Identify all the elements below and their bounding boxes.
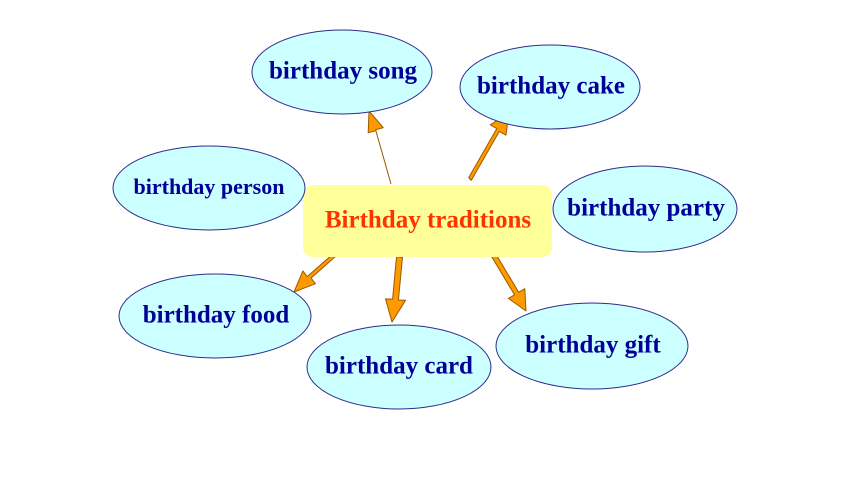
center-topic-background xyxy=(303,185,552,257)
center-topic-box: Birthday traditions xyxy=(303,185,552,257)
bubble-label: birthday party xyxy=(567,195,725,222)
bubble-label: birthday person xyxy=(134,174,285,199)
bubble-label: birthday gift xyxy=(525,332,661,359)
bubble-birthday-gift: birthday gift xyxy=(495,302,689,390)
bubble-birthday-cake: birthday cake xyxy=(459,44,641,130)
bubble-label: birthday card xyxy=(325,353,473,380)
bubble-ellipse xyxy=(552,165,738,253)
bubble-label: birthday song xyxy=(269,58,417,85)
arrow-to-birthday-card xyxy=(385,256,406,323)
bubble-ellipse xyxy=(495,302,689,390)
arrow-to-birthday-gift xyxy=(490,251,527,312)
bubble-ellipse xyxy=(459,44,641,130)
bubble-birthday-person: birthday person xyxy=(112,145,306,231)
bubble-ellipse xyxy=(306,324,492,410)
bubble-label: birthday food xyxy=(143,302,290,329)
bubble-ellipse xyxy=(112,145,306,231)
center-topic-label: Birthday traditions xyxy=(325,207,532,234)
bubble-ellipse xyxy=(251,29,433,115)
arrow-to-birthday-song xyxy=(367,110,392,185)
bubble-birthday-party: birthday party xyxy=(552,165,738,253)
bubble-birthday-card: birthday card xyxy=(306,324,492,410)
bubble-birthday-food: birthday food xyxy=(118,273,312,359)
bubble-ellipse xyxy=(118,273,312,359)
bubble-label: birthday cake xyxy=(477,73,625,100)
bubble-birthday-song: birthday song xyxy=(251,29,433,115)
